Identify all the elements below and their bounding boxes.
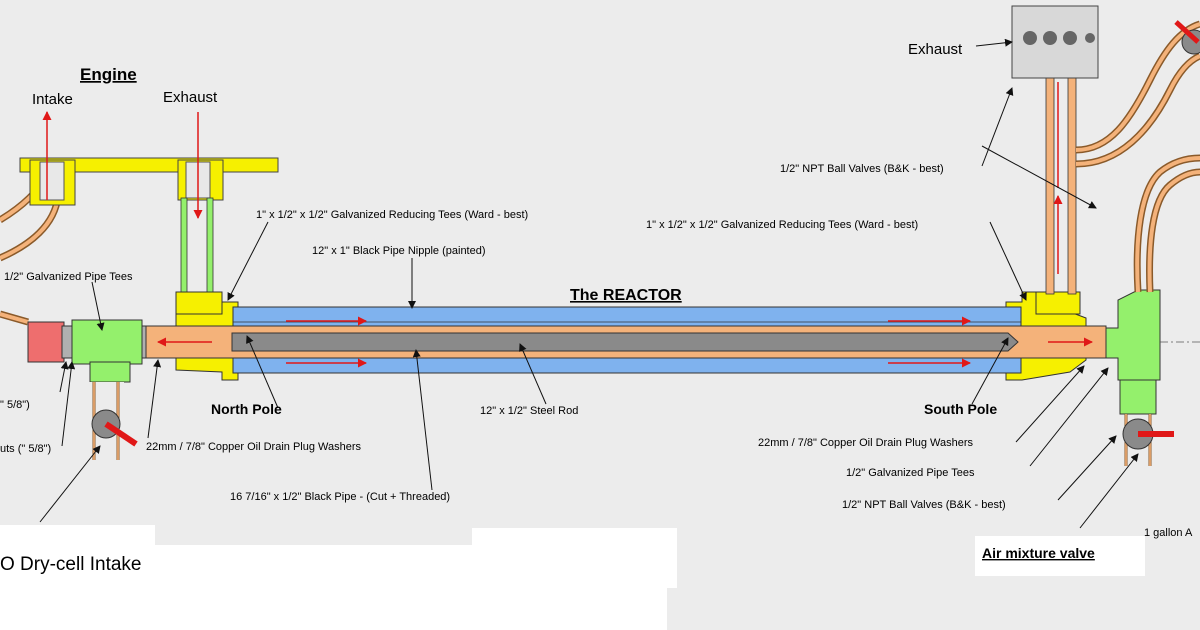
white-panel-center-top	[472, 528, 677, 588]
reducing-tees-label-right: 1" x 1/2" x 1/2" Galvanized Reducing Tee…	[646, 219, 918, 231]
exhaust-manifold-box	[1011, 5, 1099, 79]
white-panel-left	[0, 525, 155, 630]
engine-label: Engine	[80, 65, 137, 84]
right-copper-tubing	[1075, 20, 1200, 293]
partial-label-a: " 5/8")	[0, 399, 30, 411]
right-vertical-pipes	[1045, 75, 1077, 295]
engine-manifold	[19, 157, 279, 206]
steel-rod-label: 12" x 1/2" Steel Rod	[480, 405, 578, 417]
gallon-label: 1 gallon A	[1144, 527, 1193, 539]
exhaust-label-right: Exhaust	[908, 41, 963, 58]
leader-lines	[39, 38, 1139, 529]
galv-tees-label-right: 1/2" Galvanized Pipe Tees	[846, 467, 975, 479]
dry-cell-label: O Dry-cell Intake	[0, 554, 141, 575]
left-ball-valve	[91, 409, 138, 447]
reactor-flow-arrows	[157, 316, 1093, 368]
washers-label-left: 22mm / 7/8" Copper Oil Drain Plug Washer…	[146, 441, 362, 453]
top-right-valve	[1174, 20, 1200, 55]
partial-label-b: uts (" 5/8")	[0, 443, 51, 455]
pipe-nipple-label: 12" x 1" Black Pipe Nipple (painted)	[312, 245, 486, 257]
intake-label: Intake	[32, 91, 73, 108]
north-pole-label: North Pole	[211, 401, 282, 417]
right-ball-valve	[1122, 418, 1174, 450]
galv-tees-label-left: 1/2" Galvanized Pipe Tees	[4, 271, 133, 283]
right-outlet-assembly	[1105, 289, 1161, 466]
steel-rod	[231, 332, 1019, 352]
white-panel-right	[975, 536, 1145, 576]
exhaust-label-left: Exhaust	[163, 89, 218, 106]
ball-valves-label-top: 1/2" NPT Ball Valves (B&K - best)	[780, 163, 944, 175]
south-pole-label: South Pole	[924, 401, 997, 417]
black-pipe-label: 16 7/16" x 1/2" Black Pipe - (Cut + Thre…	[230, 491, 450, 503]
air-mixture-label: Air mixture valve	[982, 545, 1095, 561]
reducing-tees-label-left: 1" x 1/2" x 1/2" Galvanized Reducing Tee…	[256, 209, 528, 221]
washers-label-right: 22mm / 7/8" Copper Oil Drain Plug Washer…	[758, 437, 974, 449]
left-vertical-pipes	[180, 197, 214, 295]
ball-valves-label-bottom: 1/2" NPT Ball Valves (B&K - best)	[842, 499, 1006, 511]
reactor-title: The REACTOR	[570, 287, 682, 304]
